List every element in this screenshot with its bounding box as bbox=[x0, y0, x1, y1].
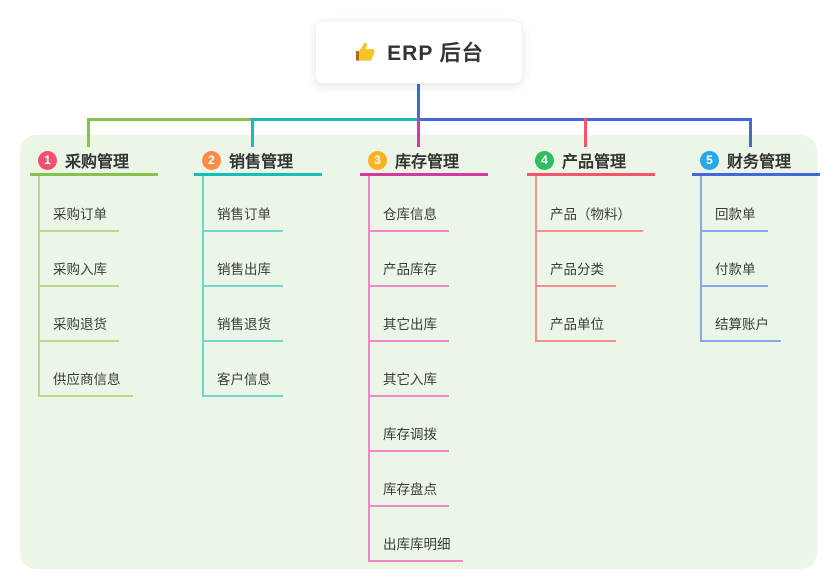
branch-1-child-1[interactable]: 采购订单 bbox=[38, 203, 119, 232]
branch-2-drop-line bbox=[250, 118, 254, 147]
branch-3-child-1[interactable]: 仓库信息 bbox=[368, 203, 449, 232]
branch-4-title[interactable]: 4 产品管理 bbox=[527, 147, 655, 176]
branch-5-label: 财务管理 bbox=[727, 154, 792, 171]
branch-2-child-1[interactable]: 销售订单 bbox=[202, 203, 283, 232]
branch-1-child-3[interactable]: 采购退货 bbox=[38, 313, 119, 342]
branch-5-child-1[interactable]: 回款单 bbox=[700, 203, 768, 232]
branch-4-drop-line bbox=[583, 118, 587, 147]
branch-3-number-badge: 3 bbox=[368, 150, 387, 170]
branch-5-child-2[interactable]: 付款单 bbox=[700, 258, 768, 287]
branch-2-number-badge: 2 bbox=[202, 150, 221, 170]
branch-4-number-badge: 4 bbox=[535, 150, 554, 170]
branch-1-child-2[interactable]: 采购入库 bbox=[38, 258, 119, 287]
branch-3-drop-line bbox=[416, 118, 420, 147]
branch-5-drop-line bbox=[748, 118, 752, 147]
branch-3-title[interactable]: 3 库存管理 bbox=[360, 147, 488, 176]
branch-3-child-5[interactable]: 库存调拨 bbox=[368, 423, 449, 452]
bus-segment-left-teal bbox=[251, 118, 420, 121]
branch-4-label: 产品管理 bbox=[562, 154, 627, 171]
branch-2-label: 销售管理 bbox=[229, 154, 294, 171]
bus-segment-left-green bbox=[88, 118, 254, 121]
root-label: ERP 后台 bbox=[387, 42, 484, 65]
branch-4-child-3[interactable]: 产品单位 bbox=[535, 313, 616, 342]
branch-2-title[interactable]: 2 销售管理 bbox=[194, 147, 322, 176]
branch-3-children-line bbox=[368, 176, 370, 561]
branch-3-child-6[interactable]: 库存盘点 bbox=[368, 478, 449, 507]
thumbs-up-icon bbox=[354, 41, 377, 64]
branch-4-child-2[interactable]: 产品分类 bbox=[535, 258, 616, 287]
branch-1-title[interactable]: 1 采购管理 bbox=[30, 147, 158, 176]
branch-5-number-badge: 5 bbox=[700, 150, 719, 170]
branch-3-child-2[interactable]: 产品库存 bbox=[368, 258, 449, 287]
branch-5-child-3[interactable]: 结算账户 bbox=[700, 313, 781, 342]
root-node[interactable]: ERP 后台 bbox=[315, 20, 523, 84]
branch-3-label: 库存管理 bbox=[395, 154, 460, 171]
branch-3-child-3[interactable]: 其它出库 bbox=[368, 313, 449, 342]
branch-2-child-2[interactable]: 销售出库 bbox=[202, 258, 283, 287]
branch-1-drop-line bbox=[86, 118, 90, 147]
branch-5-children-line bbox=[700, 176, 702, 341]
branch-1-number-badge: 1 bbox=[38, 150, 57, 170]
root-connector-vertical bbox=[416, 84, 420, 121]
branch-1-label: 采购管理 bbox=[65, 154, 130, 171]
branch-3-child-4[interactable]: 其它入库 bbox=[368, 368, 449, 397]
branch-2-child-4[interactable]: 客户信息 bbox=[202, 368, 283, 397]
branches-panel bbox=[20, 135, 817, 569]
branch-4-children-line bbox=[535, 176, 537, 341]
branch-4-child-1[interactable]: 产品（物料） bbox=[535, 203, 643, 232]
branch-2-child-3[interactable]: 销售退货 bbox=[202, 313, 283, 342]
branch-1-child-4[interactable]: 供应商信息 bbox=[38, 368, 133, 397]
branch-5-title[interactable]: 5 财务管理 bbox=[692, 147, 820, 176]
branch-3-child-7[interactable]: 出库库明细 bbox=[368, 533, 463, 562]
